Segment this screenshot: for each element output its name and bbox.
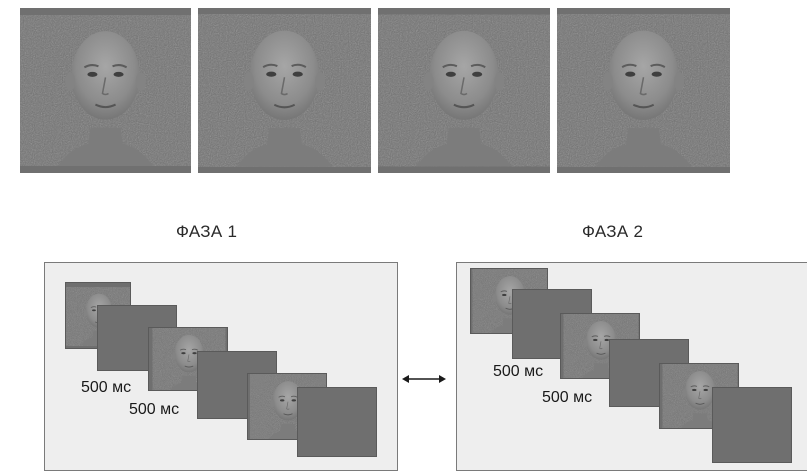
phase-1-title: ФАЗА 1 bbox=[176, 222, 238, 241]
timing-label: 500 мс bbox=[540, 389, 595, 407]
stimulus-face-1 bbox=[20, 8, 191, 173]
face-image bbox=[557, 8, 730, 173]
stimulus-face-2 bbox=[198, 8, 371, 173]
stimulus-face-4 bbox=[557, 8, 730, 173]
face-image bbox=[20, 8, 191, 173]
mask-frame bbox=[297, 387, 377, 457]
timing-label: 500 мс bbox=[491, 363, 546, 381]
phase-1-panel: 500 мс 500 мс bbox=[44, 262, 398, 471]
stimulus-face-3 bbox=[378, 8, 550, 173]
face-image bbox=[198, 8, 371, 173]
phase-2-title: ФАЗА 2 bbox=[582, 222, 644, 241]
phase-2-panel: 500 мс 500 мс bbox=[456, 262, 807, 471]
face-image bbox=[378, 8, 550, 173]
mask-frame bbox=[712, 387, 792, 463]
timing-label: 500 мс bbox=[127, 401, 182, 419]
double-arrow-icon bbox=[401, 373, 447, 385]
timing-label: 500 мс bbox=[79, 379, 134, 397]
